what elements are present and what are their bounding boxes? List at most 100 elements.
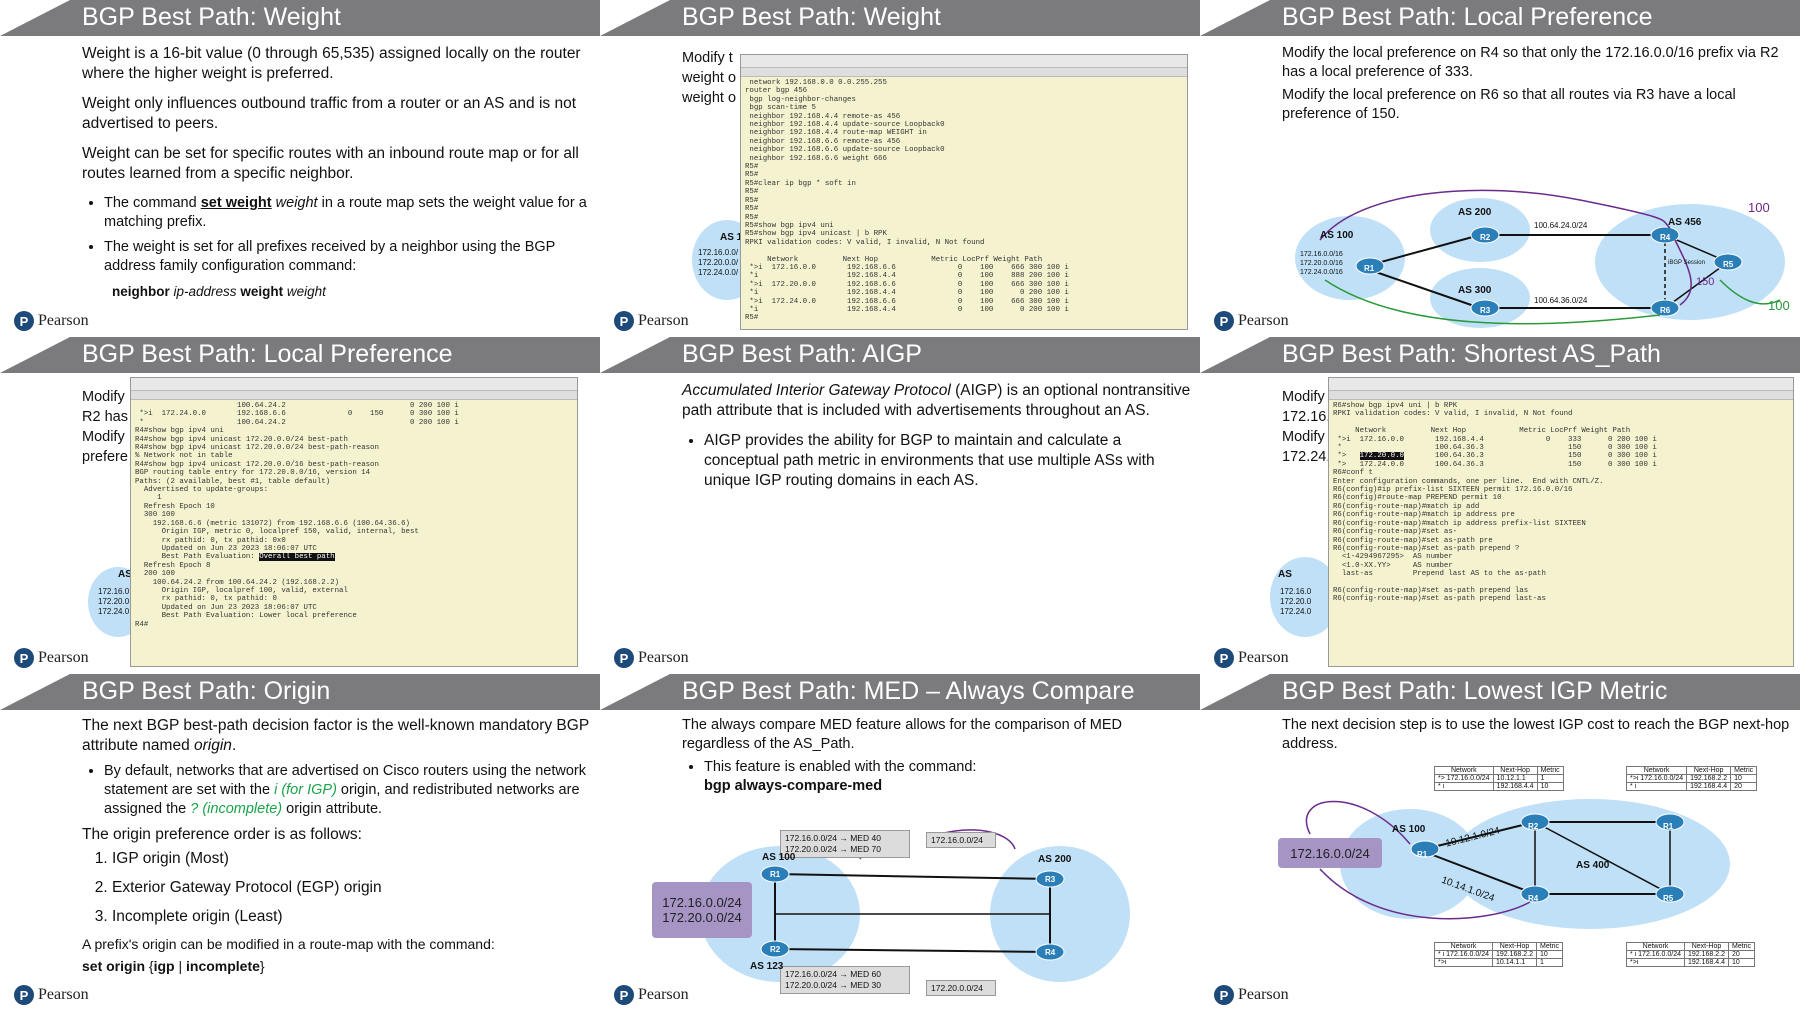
- pearson-icon: P: [14, 648, 34, 668]
- prefix-arrow-bottom: 172.20.0.0/24: [926, 980, 996, 996]
- router-label: R2: [1528, 822, 1539, 831]
- bullet-list: By default, networks that are advertised…: [82, 762, 592, 819]
- slide-body: Weight is a 16-bit value (0 through 65,5…: [82, 44, 592, 302]
- bullet-item: AIGP provides the ability for BGP to mai…: [704, 431, 1192, 491]
- slide-origin[interactable]: BGP Best Path: Origin The next BGP best-…: [0, 674, 600, 1011]
- router-label: R3: [1045, 875, 1056, 884]
- router-label: R5: [1663, 894, 1674, 903]
- paragraph: The next BGP best-path decision factor i…: [82, 717, 589, 754]
- tab-strip[interactable]: [741, 68, 1187, 77]
- pearson-icon: P: [614, 985, 634, 1005]
- bullet-item: By default, networks that are advertised…: [104, 762, 592, 819]
- window-titlebar[interactable]: [741, 55, 1187, 68]
- putty-terminal-window[interactable]: 100.64.24.2 0 200 100 i *>i 172.24.0.0 1…: [130, 377, 578, 667]
- paragraph: Accumulated Interior Gateway Protocol (A…: [682, 382, 1191, 419]
- slide-title: BGP Best Path: Shortest AS_Path: [1282, 340, 1661, 368]
- ibgp-label: iBGP Session: [1668, 260, 1705, 266]
- slide-body: The next BGP best-path decision factor i…: [82, 716, 592, 976]
- prefix-list: 172.16.0.0/172.20.0.0/172.24.0.0/: [698, 248, 739, 277]
- pearson-icon: P: [614, 648, 634, 668]
- slide-weight-1[interactable]: BGP Best Path: Weight Weight is a 16-bit…: [0, 0, 600, 337]
- window-titlebar[interactable]: [131, 378, 577, 391]
- as-label: AS: [118, 569, 132, 580]
- terminal-output[interactable]: 100.64.24.2 0 200 100 i *>i 172.24.0.0 1…: [135, 402, 459, 629]
- handwritten-note: 100: [1748, 200, 1770, 215]
- ordered-list: IGP origin (Most) Exterior Gateway Proto…: [82, 847, 592, 928]
- slide-title: BGP Best Path: Weight: [82, 3, 341, 31]
- slide-header: [1200, 0, 1800, 36]
- topology-diagram: [1295, 189, 1785, 328]
- prefix-arrow-top: 172.16.0.0/24: [926, 832, 996, 848]
- list-item: IGP origin (Most): [112, 847, 592, 870]
- slide-title: BGP Best Path: AIGP: [682, 340, 922, 368]
- bullet-item: This feature is enabled with the command…: [704, 758, 1192, 796]
- router-label: R4: [1660, 233, 1671, 242]
- slide-header: [0, 674, 600, 710]
- router-label: R4: [1045, 948, 1056, 957]
- slide-body: The next decision step is to use the low…: [1282, 716, 1792, 764]
- as-label: AS 400: [1576, 860, 1610, 871]
- as-label: AS 100: [1320, 230, 1354, 241]
- router-label: R3: [1480, 306, 1491, 315]
- paragraph: Weight only influences outbound traffic …: [82, 95, 576, 132]
- slide-header: [600, 674, 1200, 710]
- router-label: R1: [1663, 822, 1674, 831]
- paragraph: The always compare MED feature allows fo…: [682, 717, 1123, 752]
- slide-header: [0, 0, 600, 36]
- paragraph: Modify the local preference on R4 so tha…: [1282, 45, 1779, 80]
- slide-body: Accumulated Interior Gateway Protocol (A…: [682, 381, 1192, 497]
- paragraph: Modify the local preference on R6 so tha…: [1282, 87, 1736, 122]
- slide-header: [600, 0, 1200, 36]
- terminal-output[interactable]: network 192.168.0.0 0.0.255.255 router b…: [745, 79, 1069, 323]
- router-label: R5: [1723, 260, 1734, 269]
- slide-aigp[interactable]: BGP Best Path: AIGP Accumulated Interior…: [600, 337, 1200, 674]
- router-label: R2: [1480, 233, 1491, 242]
- as-label: AS 456: [1668, 217, 1702, 228]
- prefix-box: 172.16.0.0/24 172.20.0.0/24: [652, 882, 752, 938]
- as-label: AS 123: [750, 961, 784, 972]
- pearson-icon: P: [14, 985, 34, 1005]
- router-label: R1: [770, 870, 781, 879]
- terminal-output[interactable]: R6#show bgp ipv4 uni | b RPK RPKI valida…: [1333, 402, 1657, 604]
- router-label: R2: [770, 945, 781, 954]
- pearson-icon: P: [1214, 985, 1234, 1005]
- command-line: set origin {igp | incomplete}: [82, 958, 265, 974]
- slide-title: BGP Best Path: Weight: [682, 3, 941, 31]
- as-label: AS: [1278, 569, 1292, 580]
- window-titlebar[interactable]: [1329, 378, 1793, 391]
- as-label: AS 300: [1458, 285, 1492, 296]
- pearson-icon: P: [1214, 648, 1234, 668]
- putty-terminal-window[interactable]: network 192.168.0.0 0.0.255.255 router b…: [740, 54, 1188, 330]
- router-label: R1: [1417, 850, 1428, 859]
- slide-local-pref-1[interactable]: BGP Best Path: Local Preference Modify t…: [1200, 0, 1800, 337]
- as-label: AS 100: [762, 852, 796, 863]
- prefix-box: 172.16.0.0/24: [1278, 838, 1382, 868]
- router-label: R4: [1528, 894, 1539, 903]
- handwritten-note: 150: [1696, 276, 1715, 288]
- slide-igp-metric[interactable]: BGP Best Path: Lowest IGP Metric The nex…: [1200, 674, 1800, 1011]
- pearson-icon: P: [14, 311, 34, 331]
- link-label: 100.64.36.0/24: [1534, 296, 1588, 305]
- slide-med[interactable]: BGP Best Path: MED – Always Compare The …: [600, 674, 1200, 1011]
- slide-title: BGP Best Path: Origin: [82, 677, 331, 705]
- putty-terminal-window[interactable]: R6#show bgp ipv4 uni | b RPK RPKI valida…: [1328, 377, 1794, 667]
- as-label: AS 1: [720, 232, 743, 243]
- paragraph: The next decision step is to use the low…: [1282, 717, 1790, 752]
- tab-strip[interactable]: [1329, 391, 1793, 400]
- router-label: R1: [1364, 264, 1375, 273]
- slide-title: BGP Best Path: Lowest IGP Metric: [1282, 677, 1668, 705]
- tab-strip[interactable]: [131, 391, 577, 400]
- as-label: AS 100: [1392, 824, 1426, 835]
